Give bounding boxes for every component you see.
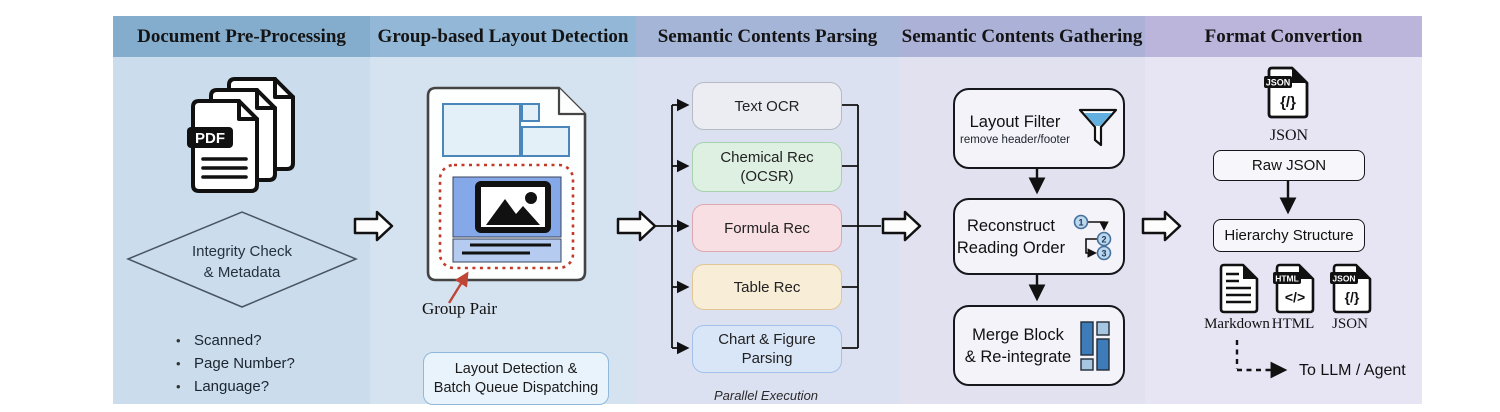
hierarchy-structure-box: Hierarchy Structure xyxy=(1213,219,1365,252)
funnel-icon xyxy=(1078,108,1118,146)
layout-filter-box: Layout Filter remove header/footer xyxy=(953,88,1125,169)
integrity-check-label: Integrity Check & Metadata xyxy=(191,243,293,281)
merge-block-box: Merge Block & Re-integrate xyxy=(953,305,1125,386)
svg-text:2: 2 xyxy=(1102,234,1107,244)
parser-box-formula-rec: Formula Rec xyxy=(692,204,842,252)
column-title: Semantic Contents Parsing xyxy=(636,16,899,57)
list-item: •Scanned? xyxy=(176,329,295,352)
reconstruct-order-box: Reconstruct Reading Order 1 2 3 xyxy=(953,198,1125,275)
reading-order-icon: 1 2 3 xyxy=(1073,214,1112,260)
raw-json-box: Raw JSON xyxy=(1213,150,1365,181)
column-title: Semantic Contents Gathering xyxy=(899,16,1145,57)
bullet-icon: • xyxy=(176,379,181,394)
parser-box-chemical-rec: Chemical Rec(OCSR) xyxy=(692,142,842,192)
to-llm-label: To LLM / Agent xyxy=(1299,362,1406,379)
parallel-execution-label: Parallel Execution xyxy=(713,388,819,403)
bullet-icon: • xyxy=(176,333,181,348)
svg-text:3: 3 xyxy=(1102,248,1107,258)
preprocessing-checklist: •Scanned? •Page Number? •Language? xyxy=(176,329,295,398)
column-title: Document Pre-Processing xyxy=(113,16,370,57)
merge-blocks-icon xyxy=(1080,320,1110,371)
dispatch-box: Layout Detection & Batch Queue Dispatchi… xyxy=(423,352,609,405)
markdown-label: Markdown xyxy=(1204,316,1270,332)
json-output-label: JSON xyxy=(1332,316,1368,332)
group-pair-label: Group Pair xyxy=(421,299,498,318)
json-icon-label: JSON xyxy=(1269,127,1309,144)
bullet-icon: • xyxy=(176,356,181,371)
list-item: •Language? xyxy=(176,375,295,398)
column-layout-detection: Group-based Layout Detection xyxy=(370,16,636,404)
parser-box-table-rec: Table Rec xyxy=(692,264,842,310)
list-item: •Page Number? xyxy=(176,352,295,375)
column-title: Group-based Layout Detection xyxy=(370,16,636,57)
parser-box-text-ocr: Text OCR xyxy=(692,82,842,130)
svg-text:1: 1 xyxy=(1079,217,1084,227)
column-title: Format Convertion xyxy=(1145,16,1422,57)
column-conversion: Format Convertion xyxy=(1145,16,1422,404)
html-label: HTML xyxy=(1271,316,1315,332)
